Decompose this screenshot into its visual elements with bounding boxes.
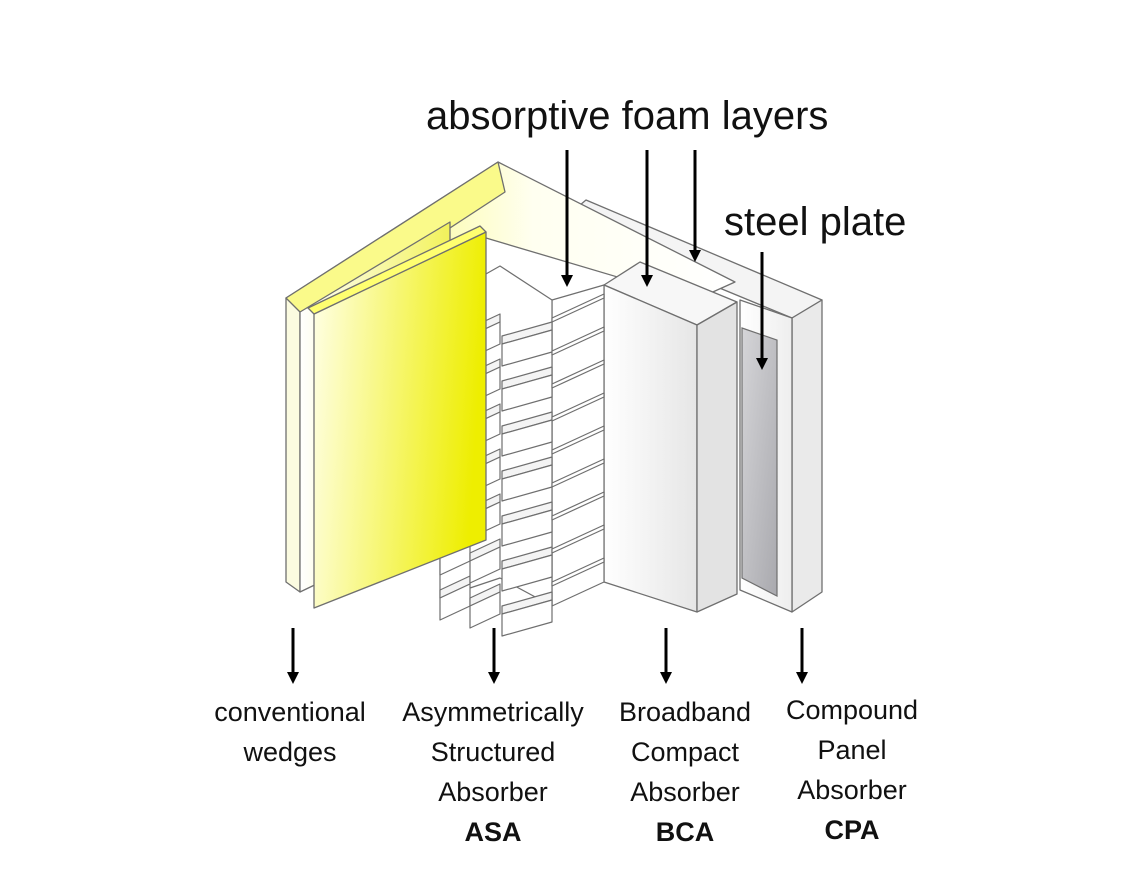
asa-fin: [551, 524, 605, 554]
label-conventional-wedges: conventional wedges: [190, 692, 390, 772]
arrow-label-cpa: [796, 628, 808, 684]
arrow-head: [660, 672, 672, 684]
asa-fin: [551, 392, 605, 422]
asa-block-front: [469, 591, 501, 629]
title-absorptive-foam-layers: absorptive foam layers: [426, 94, 829, 138]
asa-fin: [551, 458, 605, 488]
arrow-label-asa: [488, 628, 500, 684]
asa-block-front: [501, 509, 553, 547]
label-line: Compound: [785, 695, 919, 725]
label-abbrev-asa: ASA: [464, 817, 522, 847]
wedge-left-face: [285, 297, 301, 593]
label-abbrev-cpa: CPA: [824, 815, 880, 845]
label-line: wedges: [243, 737, 337, 767]
arrow-label-wedges: [287, 628, 299, 684]
arrow-head: [796, 672, 808, 684]
label-line: Compact: [630, 737, 740, 767]
arrow-head: [488, 672, 500, 684]
label-line: Broadband: [618, 697, 752, 727]
conventional-wedges: [285, 161, 506, 609]
arrow-foam-asa: [561, 150, 573, 287]
asa-block-front: [501, 419, 553, 457]
bca-block: [603, 261, 738, 613]
label-line: Absorber: [438, 777, 548, 807]
arrows: [287, 150, 808, 684]
asa-block-front: [501, 374, 553, 412]
label-line: conventional: [214, 697, 366, 727]
arrow-foam-bca: [641, 150, 653, 287]
label-asa: Asymmetrically Structured Absorber ASA: [386, 692, 600, 852]
label-line: Absorber: [797, 775, 907, 805]
bca-side-face: [696, 301, 738, 613]
asa-block-front: [469, 546, 501, 584]
arrow-steel-plate: [756, 252, 768, 370]
bca-front-face: [603, 284, 698, 613]
label-bca: Broadband Compact Absorber BCA: [596, 692, 774, 852]
label-line: Absorber: [630, 777, 740, 807]
steel-plate-label: steel plate: [724, 200, 907, 244]
arrow-head: [287, 672, 299, 684]
arrow-foam-cpa: [689, 150, 701, 262]
arrow-label-bca: [660, 628, 672, 684]
wedge-ridge: [307, 225, 487, 315]
label-line: Asymmetrically: [402, 697, 584, 727]
steel-plate: [741, 327, 778, 597]
asa-fin: [551, 326, 605, 356]
arrow-head: [689, 250, 701, 262]
label-line: Panel: [817, 735, 887, 765]
asa-block-front: [501, 554, 553, 592]
asa-fin: [551, 425, 605, 455]
asa-fin: [551, 557, 605, 587]
arrow-head: [561, 275, 573, 287]
label-abbrev-bca: BCA: [655, 817, 715, 847]
asa-fin: [551, 359, 605, 389]
arrow-head: [641, 275, 653, 287]
label-line: Structured: [430, 737, 556, 767]
asa-fin: [551, 293, 605, 323]
asa-block-front: [501, 599, 553, 637]
arrow-head: [756, 358, 768, 370]
cpa-front-face: [791, 299, 823, 613]
asa-fin: [551, 491, 605, 521]
label-cpa: Compound Panel Absorber CPA: [770, 690, 934, 850]
